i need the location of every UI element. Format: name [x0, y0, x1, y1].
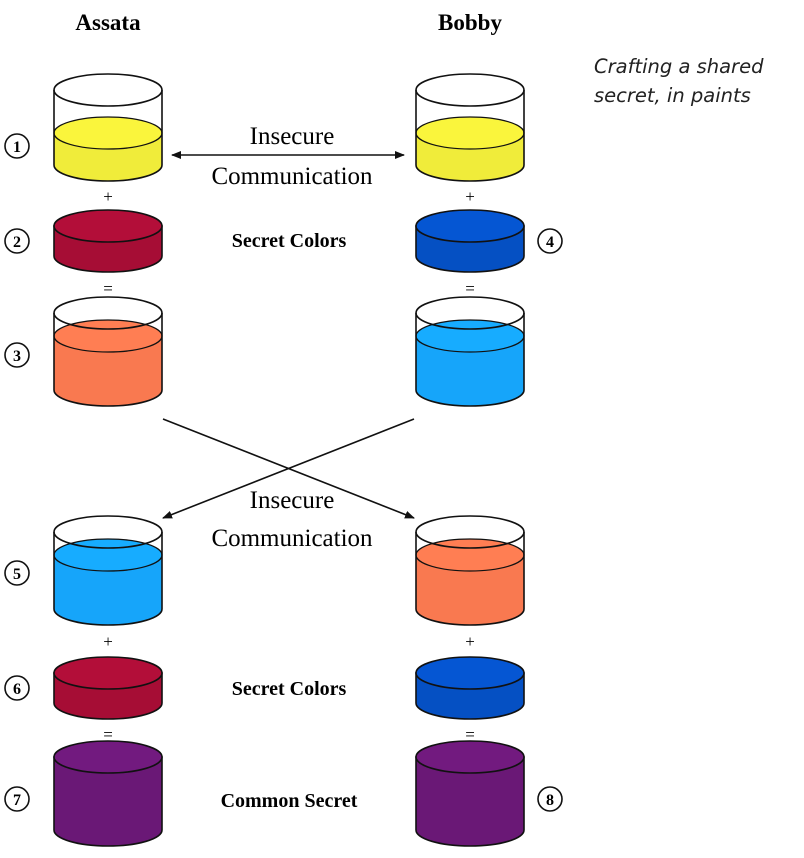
common-secret-label: Common Secret: [221, 790, 358, 812]
svg-text:6: 6: [13, 681, 21, 698]
step-badge-8: 8: [537, 786, 563, 812]
cross-arrow-bobby-to-assata: [162, 418, 415, 519]
svg-text:1: 1: [13, 139, 21, 156]
common-secret-assata-7: [53, 740, 163, 847]
step-badge-6: 6: [4, 675, 30, 701]
svg-text:4: 4: [546, 234, 554, 251]
paint-jar-assata-1: [53, 73, 163, 182]
common-secret-bobby-8: [415, 740, 525, 847]
figure-caption: Crafting a shared secret, in paints: [594, 52, 799, 110]
svg-text:3: 3: [13, 348, 21, 365]
equals-sign: =: [465, 725, 475, 744]
secret-colors-label-top: Secret Colors: [232, 230, 347, 252]
mixed-jar-assata-3: [53, 296, 163, 407]
paint-containers: [53, 73, 525, 847]
secret-paint-assata-6: [53, 656, 163, 720]
secret-colors-label-bottom: Secret Colors: [232, 678, 347, 700]
received-jar-assata-5: [53, 515, 163, 626]
equals-sign: =: [103, 279, 113, 298]
step-badge-2: 2: [4, 228, 30, 254]
plus-sign: +: [103, 187, 113, 206]
step-badge-7: 7: [4, 786, 30, 812]
equals-sign: =: [465, 279, 475, 298]
paint-jar-bobby-1: [415, 73, 525, 182]
header-bobby: Bobby: [438, 10, 502, 35]
insecure-label-top-line1: Insecure: [250, 123, 335, 150]
step-badge-4: 4: [537, 228, 563, 254]
header-assata: Assata: [75, 10, 141, 35]
received-jar-bobby-5: [415, 515, 525, 626]
insecure-label-bottom-line2: Communication: [211, 525, 373, 552]
step-badge-1: 1: [4, 133, 30, 159]
insecure-label-top-line2: Communication: [211, 163, 373, 190]
plus-sign: +: [465, 187, 475, 206]
svg-text:2: 2: [13, 234, 21, 251]
insecure-label-bottom-line1: Insecure: [250, 487, 335, 514]
plus-sign: +: [465, 632, 475, 651]
secret-paint-bobby-4: [415, 209, 525, 273]
secret-paint-bobby-6: [415, 656, 525, 720]
step-badge-5: 5: [4, 560, 30, 586]
svg-text:7: 7: [13, 792, 21, 809]
step-badge-3: 3: [4, 342, 30, 368]
svg-text:5: 5: [13, 566, 21, 583]
equals-sign: =: [103, 725, 113, 744]
plus-sign: +: [103, 632, 113, 651]
svg-text:8: 8: [546, 792, 554, 809]
caption-line-2: secret, in paints: [594, 84, 751, 107]
caption-line-1: Crafting a shared: [594, 55, 764, 78]
mixed-jar-bobby-3: [415, 296, 525, 407]
secret-paint-assata-2: [53, 209, 163, 273]
